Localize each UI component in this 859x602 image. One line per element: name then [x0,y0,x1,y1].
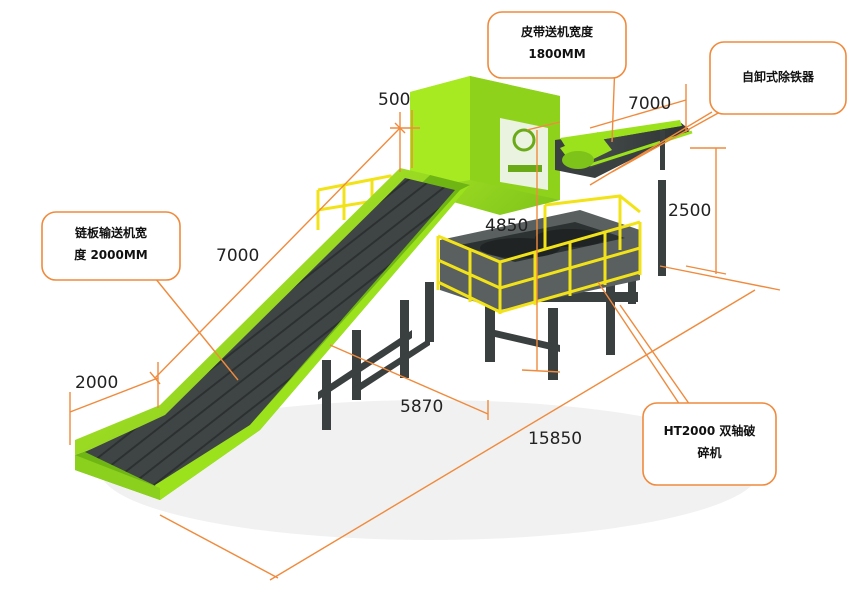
callout-shredder-line2: 碎机 [697,446,722,460]
callout-magnet-line1: 自卸式除铁器 [741,70,814,84]
dimension-15850: 15850 [528,429,583,449]
conveyor-support-frame [318,282,434,430]
dimension-500: 500 [378,90,411,110]
callout-chain-width: 链板输送机宽 度 2000MM [42,222,180,266]
dimension-5870: 5870 [400,397,444,417]
platform-railing [436,194,642,314]
callout-shredder: HT2000 双轴破 碎机 [643,420,776,464]
ground-shadow [100,400,760,540]
callout-chain-width-line2: 度 2000MM [74,248,148,262]
magnetic-separator [560,132,612,169]
callout-boxes [41,11,847,486]
callout-belt-width-line2: 1800MM [528,47,586,61]
callout-shredder-line1: HT2000 双轴破 [663,424,756,438]
callout-belt-width-line1: 皮带送机宽度 [520,25,593,39]
callout-belt-width: 皮带送机宽度 1800MM [488,21,626,65]
callout-magnet: 自卸式除铁器 [710,66,846,88]
dimension-7000-left: 7000 [216,246,260,266]
callout-chain-width-line1: 链板输送机宽 [74,226,147,240]
chain-plate-conveyor [75,168,470,500]
dimension-4850: 4850 [485,216,529,236]
dimension-2000: 2000 [75,373,119,393]
dimension-2500: 2500 [668,201,712,221]
callout-leaders [154,61,721,406]
dimension-lines [69,84,781,581]
dimension-7000-top: 7000 [628,94,672,114]
